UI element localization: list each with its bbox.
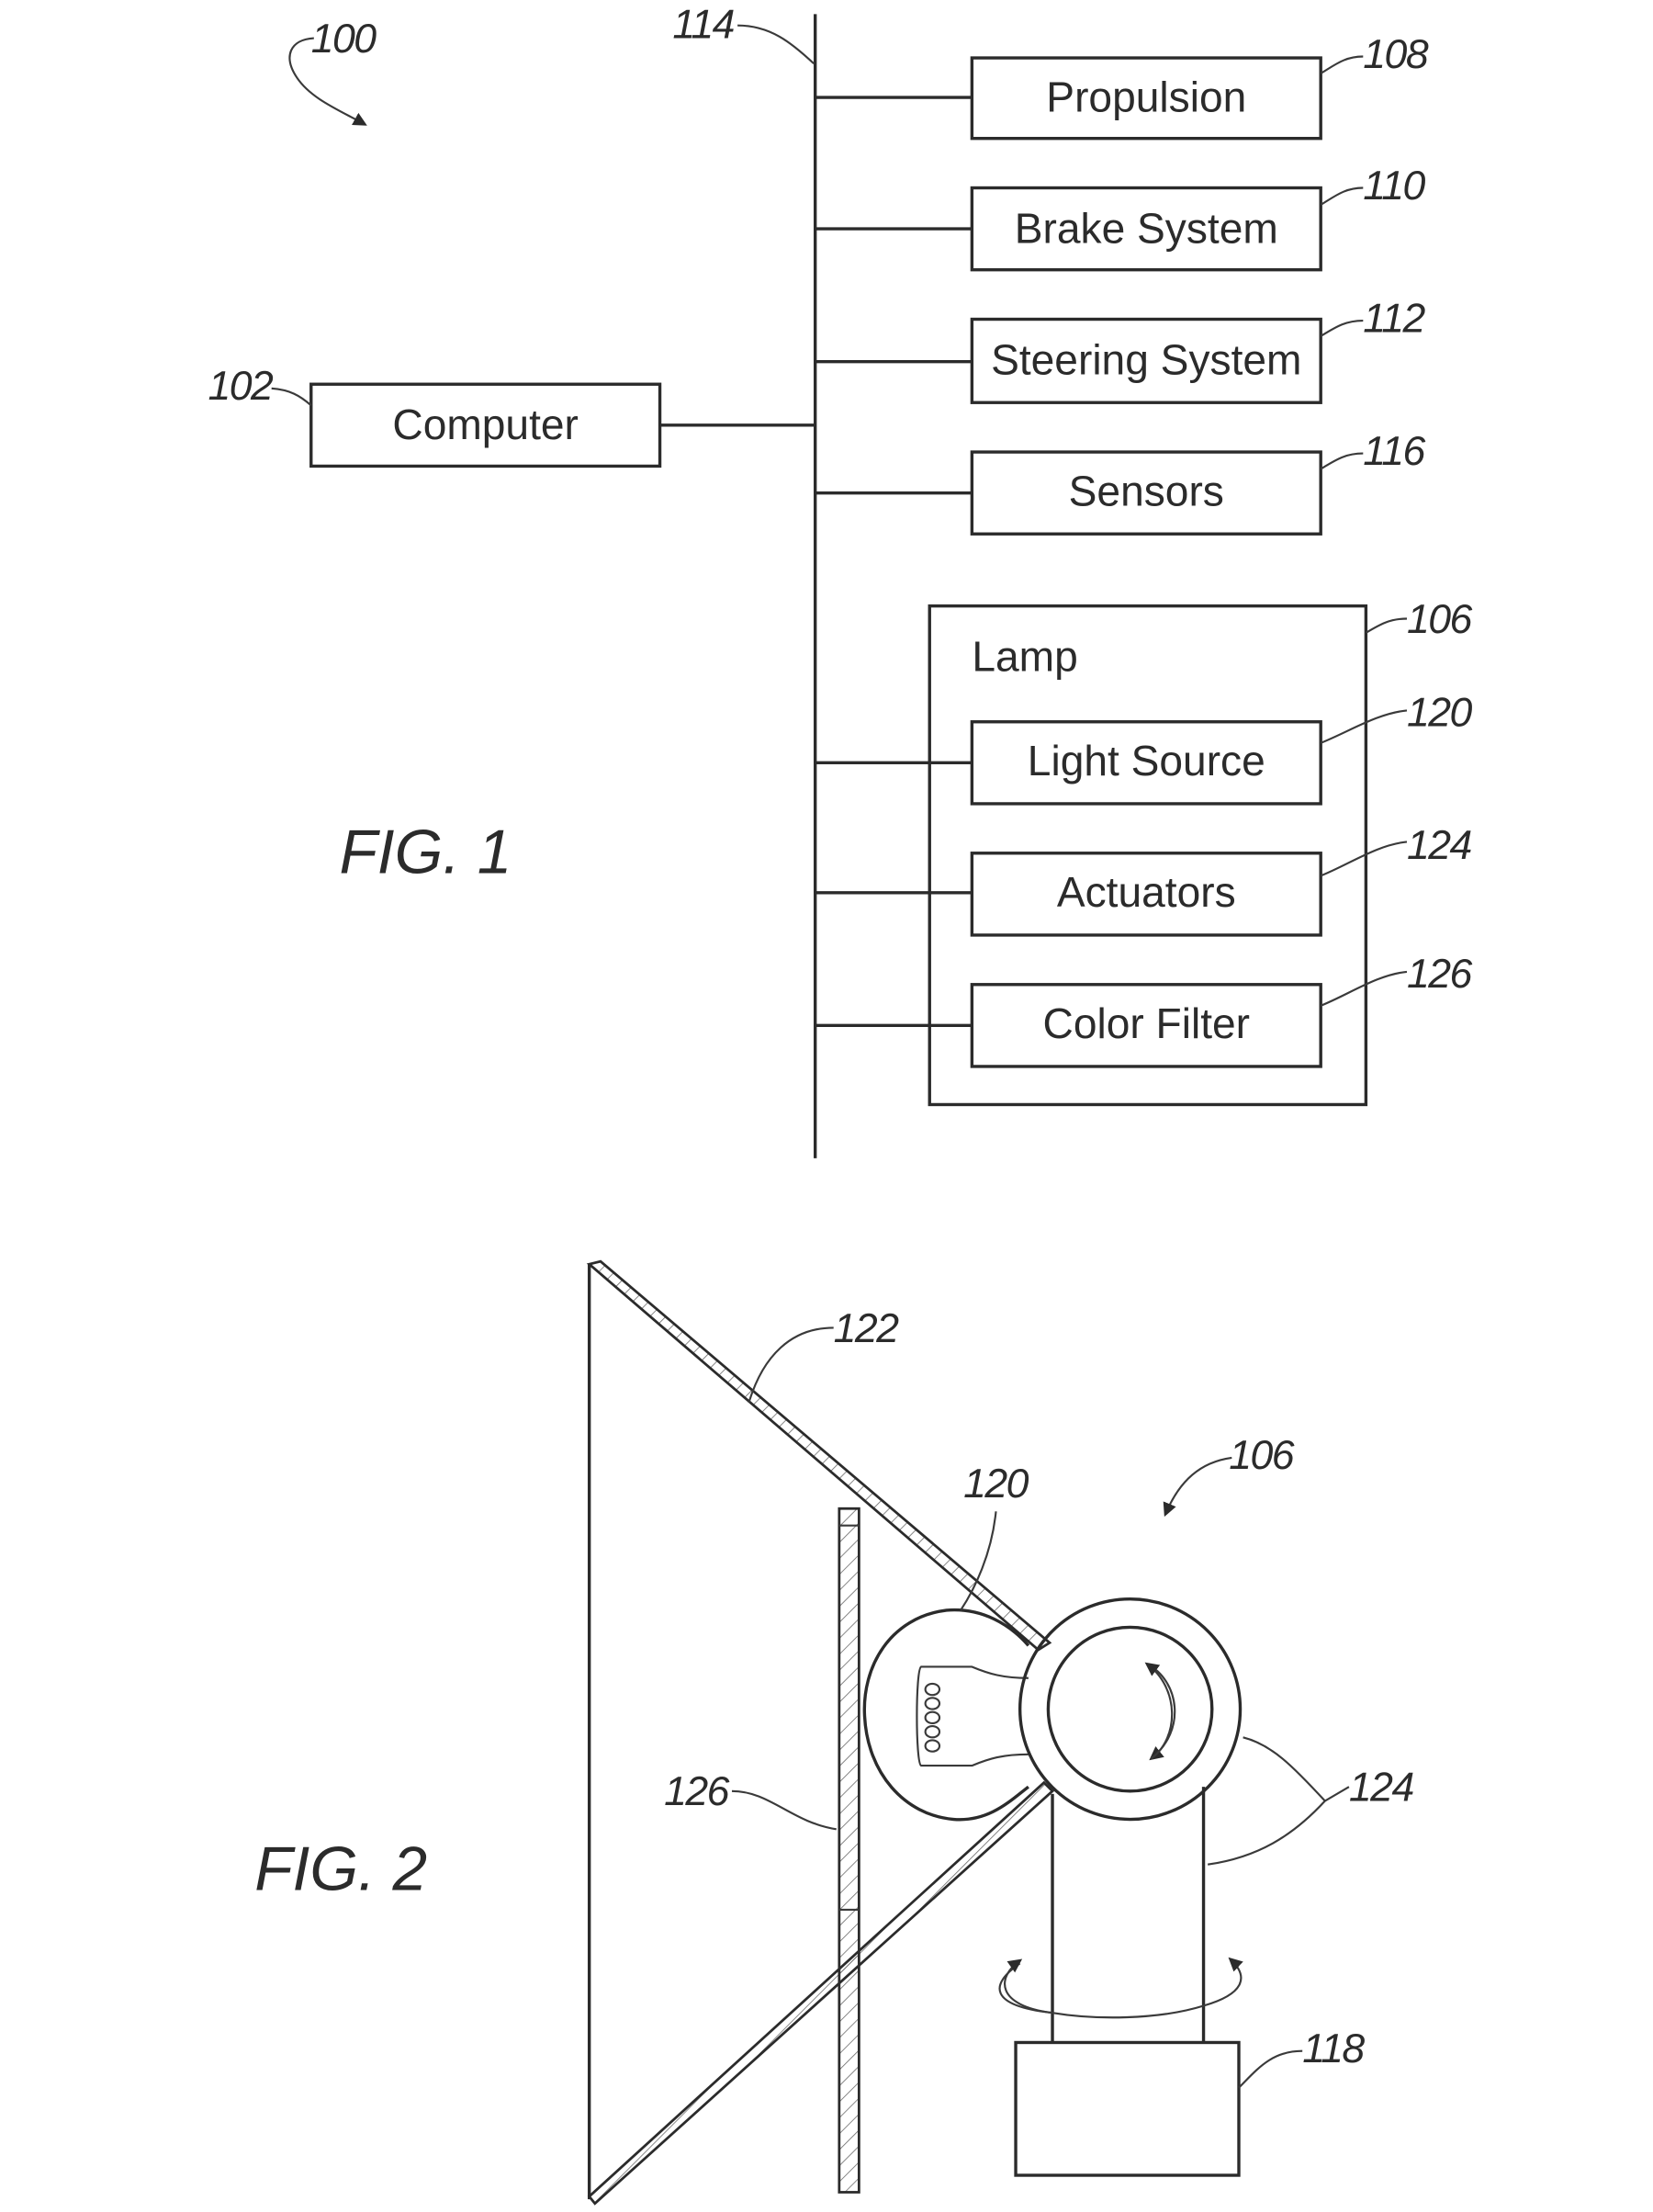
- component-label: Brake System: [1015, 204, 1278, 252]
- lamp-label: Lamp: [972, 632, 1077, 680]
- sensors-box[interactable]: [970, 450, 1322, 536]
- leader-line: [1243, 1736, 1350, 1802]
- lamp-part-color-filter[interactable]: Color Filter 126: [815, 952, 1474, 1068]
- color-filter-plate: [838, 1507, 860, 2194]
- filament-icon: [924, 1682, 941, 1753]
- component-brake-system[interactable]: Brake System 110: [815, 164, 1427, 272]
- ref-106: 106: [1407, 597, 1473, 642]
- ref-arrow: [1163, 1456, 1232, 1518]
- steering-system-box[interactable]: [970, 317, 1322, 404]
- color-filter-box[interactable]: [970, 983, 1322, 1068]
- leader-line: [1320, 55, 1364, 74]
- lamp-assembly-reference: 106: [1163, 1433, 1296, 1518]
- ref-112: 112: [1363, 296, 1425, 341]
- ref-114: 114: [672, 3, 734, 48]
- ref-126: 126: [664, 1769, 730, 1814]
- ref-120: 120: [1407, 690, 1473, 735]
- bulb-base: [916, 1665, 1029, 1767]
- leader-line: [1365, 617, 1407, 634]
- actuators-box[interactable]: [970, 852, 1322, 937]
- reflector-upper-wall: [586, 1259, 1052, 1652]
- leader-line: [1320, 841, 1408, 877]
- computer-label: Computer: [392, 401, 579, 448]
- leader-line: [960, 1511, 997, 1611]
- leader-line: [1320, 452, 1364, 470]
- component-sensors[interactable]: Sensors 116: [815, 429, 1427, 536]
- ref-116: 116: [1363, 429, 1425, 474]
- ref-120: 120: [963, 1462, 1029, 1507]
- ref-100: 100: [311, 17, 377, 62]
- swivel-arrow-icon: [1004, 1958, 1053, 2014]
- actuators: 124: [998, 1597, 1415, 2041]
- ref-118: 118: [1302, 2026, 1365, 2071]
- part-label: Light Source: [1028, 737, 1265, 784]
- ref-110: 110: [1363, 164, 1425, 209]
- communication-bus: 114: [672, 3, 817, 1158]
- brake-system-box[interactable]: [970, 186, 1322, 272]
- leader-line: [731, 1789, 837, 1831]
- ref-102: 102: [208, 364, 274, 409]
- lamp-part-light-source[interactable]: Light Source 120: [815, 690, 1474, 806]
- light-source-bulb: 120: [862, 1462, 1030, 1822]
- leader-line: [737, 24, 815, 64]
- color-filter: 126: [664, 1507, 860, 2194]
- rotation-arrow-icon: [1144, 1662, 1174, 1760]
- leader-line: [1320, 970, 1408, 1007]
- base-box: [1014, 2040, 1241, 2177]
- leader-line: [1238, 2049, 1303, 2089]
- actuator-inner-ring: [1046, 1625, 1214, 1793]
- part-label: Actuators: [1057, 868, 1236, 916]
- leader-line: [1208, 1800, 1326, 1866]
- system-reference: 100: [288, 17, 378, 126]
- component-propulsion[interactable]: Propulsion 108: [815, 32, 1430, 141]
- component-label: Sensors: [1069, 467, 1224, 514]
- bulb-glass: [862, 1608, 1030, 1822]
- light-source-box[interactable]: [970, 720, 1322, 806]
- leader-line: [1320, 709, 1408, 744]
- computer-block[interactable]: Computer 102: [208, 364, 815, 468]
- propulsion-box[interactable]: [970, 56, 1322, 141]
- part-label: Color Filter: [1043, 999, 1251, 1047]
- fig2: 122 126 120: [254, 1259, 1415, 2206]
- figure-caption: FIG. 2: [254, 1834, 427, 1903]
- ref-124: 124: [1349, 1766, 1414, 1811]
- component-steering-system[interactable]: Steering System 112: [815, 296, 1427, 404]
- actuator-base: 118: [1014, 2026, 1366, 2177]
- leader-line: [1320, 319, 1364, 337]
- reflector-lower-wall: [587, 1780, 1055, 2206]
- leader-line: [748, 1326, 834, 1404]
- leader-line: [1320, 186, 1364, 206]
- lamp-block[interactable]: Lamp 106 Light Source 120 Actuators 124: [815, 597, 1474, 1107]
- ref-arrow: [288, 37, 367, 126]
- component-label: Steering System: [991, 335, 1301, 383]
- ref-122: 122: [834, 1306, 900, 1351]
- ref-108: 108: [1363, 32, 1429, 77]
- reflector: 122: [586, 1259, 1055, 2206]
- lamp-part-actuators[interactable]: Actuators 124: [815, 823, 1473, 937]
- figure-caption: FIG. 1: [340, 818, 512, 886]
- actuator-outer-ring: [1018, 1597, 1243, 1822]
- ref-106: 106: [1229, 1433, 1295, 1478]
- swivel-arrow-icon: [998, 1957, 1243, 2019]
- fig1: 100 114 Computer 102 Propulsion 108: [208, 3, 1474, 1158]
- ref-124: 124: [1407, 823, 1472, 868]
- ref-126: 126: [1407, 952, 1473, 997]
- component-label: Propulsion: [1046, 73, 1246, 120]
- leader-line: [271, 387, 312, 407]
